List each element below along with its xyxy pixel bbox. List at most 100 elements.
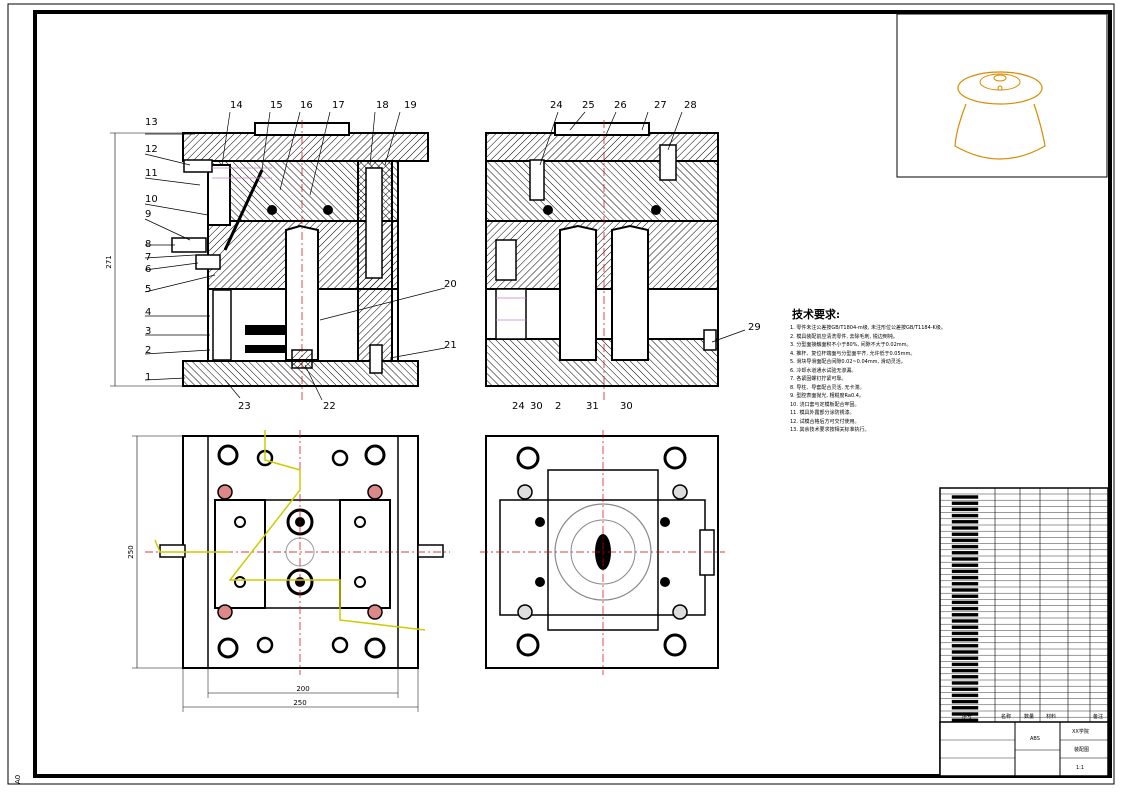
title-block: [939, 487, 1109, 777]
side-section-view: [485, 120, 719, 400]
title-scale: 1:1: [1076, 765, 1084, 771]
part-label-26: 26: [614, 100, 627, 111]
bom-row-text: [951, 563, 979, 567]
part-label-19: 19: [404, 100, 417, 111]
dim-width-outer: 250: [293, 699, 306, 707]
bom-row-text: [951, 687, 979, 691]
part-label-23: 23: [238, 401, 251, 412]
bom-row-text: [951, 644, 979, 648]
part-label-28: 28: [684, 100, 697, 111]
bom-row-text: [951, 662, 979, 667]
bom-row-text: [951, 532, 979, 536]
col-header-no: 序号: [962, 713, 972, 720]
part-label-30: 30: [620, 401, 633, 412]
bom-row-text: [951, 538, 979, 543]
title-school: XX学院: [1072, 728, 1089, 735]
front-section-view: [171, 120, 429, 400]
bom-row-text: [951, 631, 979, 636]
part-label-12: 12: [145, 144, 158, 155]
bom-row-text: [951, 693, 979, 698]
part-label-10: 10: [145, 194, 158, 205]
part-label-15: 15: [270, 100, 283, 111]
bom-row-text: [951, 588, 979, 592]
tech-requirement-line: 1. 零件未注公差按GB/T1804-m级, 未注形位公差按GB/T1184-K…: [790, 325, 946, 331]
part-label-31: 31: [586, 401, 599, 412]
part-label-24-bottom: 24: [512, 401, 525, 412]
part-label-16: 16: [300, 100, 313, 111]
part-label-1: 1: [145, 372, 151, 383]
dim-height: 271: [105, 255, 113, 268]
part-label-4: 4: [145, 307, 151, 318]
tech-requirement-line: 5. 滑块导滑面配合间隙0.02~0.04mm, 滑动灵活。: [790, 359, 906, 365]
bom-row-text: [951, 600, 979, 605]
bom-row-text: [951, 507, 979, 512]
part-numbers-front: 13 12 11 10 9 8 7 6 5 4 3 2 1 14 15 16 1…: [145, 100, 457, 412]
bom-row-text: [951, 582, 979, 586]
tech-requirement-line: 2. 模具装配前应清洗零件, 去除毛刺, 锐边倒钝。: [790, 333, 898, 340]
part-label-24: 24: [550, 100, 563, 111]
tech-requirement-line: 9. 型腔表面抛光, 粗糙度Ra0.4。: [790, 393, 864, 399]
bom-row-text: [951, 513, 979, 518]
tech-requirement-line: 11. 模具外露部分涂防锈漆。: [790, 410, 855, 416]
part-label-20: 20: [444, 279, 457, 290]
part-label-11: 11: [145, 168, 158, 179]
bom-row-text: [951, 650, 979, 654]
bom-row-text: [951, 606, 979, 611]
part-label-27: 27: [654, 100, 667, 111]
bom-row-text: [951, 675, 979, 679]
bom-row-text: [951, 575, 979, 580]
part-label-2: 2: [145, 345, 151, 356]
product-3d-view: [896, 13, 1108, 178]
bom-row-text: [951, 520, 979, 524]
part-label-13: 13: [145, 117, 158, 128]
bom-row-text: [951, 699, 979, 704]
part-numbers-side: 24 25 26 27 28 29 24 30 2 31 30: [512, 100, 761, 412]
bom-row-text: [951, 619, 979, 623]
tech-requirement-line: 8. 导柱、导套配合灵活, 无卡滞。: [790, 384, 865, 391]
dim-depth: 250: [127, 545, 135, 558]
dim-width-inner: 200: [296, 685, 309, 693]
bom-row-text: [951, 656, 979, 660]
dimension-lines: [110, 132, 419, 712]
sheet-size-label: A0: [14, 775, 22, 784]
bom-row-text: [951, 668, 979, 673]
bom-row-text: [951, 526, 979, 530]
title-drawing-name: 装配图: [1074, 746, 1089, 753]
part-label-8: 8: [145, 239, 151, 250]
bom-row-text: [951, 681, 979, 685]
col-header-remark: 备注: [1093, 713, 1103, 720]
bom-row-text: [951, 706, 979, 710]
part-label-6: 6: [145, 264, 151, 275]
bom-row-text: [951, 712, 979, 716]
tech-requirement-line: 12. 试模合格后方可交付使用。: [790, 418, 860, 425]
bom-row-text: [951, 637, 979, 642]
part-label-30-bottom-left: 30: [530, 401, 543, 412]
part-label-17: 17: [332, 100, 345, 111]
part-label-7: 7: [145, 252, 151, 263]
top-plan-view: [145, 430, 450, 675]
tech-requirement-line: 10. 浇口套与定模板配合牢固。: [790, 401, 860, 408]
outer-frame: [7, 3, 1115, 785]
tech-requirements-title: 技术要求:: [792, 308, 841, 321]
bom-row-text: [951, 594, 979, 598]
col-header-name: 名称: [1001, 713, 1011, 720]
part-label-3: 3: [145, 326, 151, 337]
bom-row-text: [951, 625, 979, 629]
bom-row-text: [951, 544, 979, 549]
bom-row-text: [951, 557, 979, 561]
title-material: ABS: [1030, 736, 1040, 742]
bom-row-text: [951, 551, 979, 555]
tech-requirement-line: 3. 分型面接触面积不小于80%, 间隙不大于0.02mm。: [790, 342, 912, 348]
col-header-qty: 数量: [1024, 713, 1034, 720]
part-label-9: 9: [145, 209, 151, 220]
tech-requirement-line: 4. 推杆、复位杆端面与分型面平齐, 允许低于0.05mm。: [790, 350, 916, 357]
bottom-plan-view: [480, 430, 725, 675]
part-label-22: 22: [323, 401, 336, 412]
part-label-5: 5: [145, 284, 151, 295]
tech-requirement-line: 7. 各紧固螺钉拧紧可靠。: [790, 376, 847, 382]
part-label-14: 14: [230, 100, 243, 111]
col-header-material: 材料: [1046, 713, 1056, 720]
part-label-21: 21: [444, 340, 457, 351]
